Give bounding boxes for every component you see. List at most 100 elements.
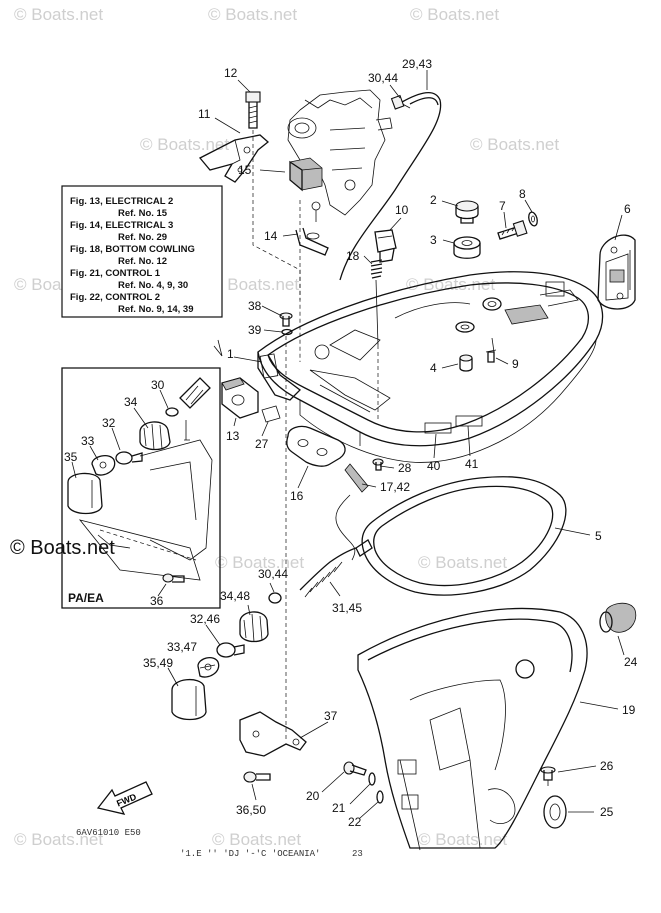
callout: 30 xyxy=(151,378,165,392)
callout: 15 xyxy=(238,163,252,177)
callout: 31,45 xyxy=(332,601,362,615)
screw-part-26 xyxy=(540,766,556,786)
callout: 22 xyxy=(348,815,362,829)
callout: 11 xyxy=(198,107,211,121)
bracket-part-11 xyxy=(198,134,270,183)
callouts: 12 11 29,43 30,44 15 14 10 18 2 3 7 8 6 … xyxy=(64,57,638,829)
grommet-part-2 xyxy=(455,200,479,224)
bolt-part-7 xyxy=(497,220,528,240)
watermarks: © Boats.net © Boats.net © Boats.net © Bo… xyxy=(10,5,559,849)
bottom-cowling-part-1 xyxy=(257,271,604,463)
cover-part-13 xyxy=(221,377,259,419)
callout: 16 xyxy=(290,489,304,503)
ref-line: Ref. No. 12 xyxy=(118,256,167,267)
watermark: © Boats.net xyxy=(418,830,507,849)
engine-block xyxy=(287,89,393,216)
watermark: © Boats.net xyxy=(410,5,499,24)
clamp-part-14 xyxy=(295,227,329,256)
fwd-arrow: FWD xyxy=(96,781,153,815)
inset-label: PA/EA xyxy=(68,591,104,605)
ref-line: Fig. 13, ELECTRICAL 2 xyxy=(70,196,173,207)
plate-part-6 xyxy=(597,234,636,310)
footer-code: 6AV61010 E50 xyxy=(76,828,141,838)
callout: 30,44 xyxy=(368,71,398,85)
bolt-part-12 xyxy=(245,91,261,129)
callout: 38 xyxy=(248,299,262,313)
callout: 39 xyxy=(248,323,262,337)
ref-line: Ref. No. 9, 14, 39 xyxy=(118,304,194,315)
callout: 8 xyxy=(519,187,526,201)
callout: 41 xyxy=(465,457,479,471)
callout: 28 xyxy=(398,461,412,475)
hoses xyxy=(339,92,442,281)
callout: 27 xyxy=(255,437,269,451)
gasket-part-27 xyxy=(261,405,281,423)
watermark: © Boats.net xyxy=(470,135,559,154)
grommet-part-10 xyxy=(374,229,397,263)
callout: 1 xyxy=(227,347,234,361)
callout: 7 xyxy=(499,199,506,213)
callout: 33,47 xyxy=(167,640,197,654)
ref-line: Ref. No. 15 xyxy=(118,208,168,219)
callout: 5 xyxy=(595,529,602,543)
ref-line: Fig. 14, ELECTRICAL 3 xyxy=(70,220,173,231)
grommet-part-3 xyxy=(453,236,481,259)
callout: 12 xyxy=(224,66,238,80)
callout: 33 xyxy=(81,434,95,448)
connector-part-15 xyxy=(289,157,323,192)
footer-page: 23 xyxy=(352,849,363,859)
callout: 9 xyxy=(512,357,519,371)
callout: 35 xyxy=(64,450,78,464)
callout: 32 xyxy=(102,416,116,430)
watermark: © Boats.net xyxy=(140,135,229,154)
ref-line: Fig. 18, BOTTOM COWLING xyxy=(70,244,195,255)
callout: 3 xyxy=(430,233,437,247)
callout: 25 xyxy=(600,805,614,819)
callout: 4 xyxy=(430,361,437,375)
leader-lines xyxy=(71,70,625,819)
gasket-part-5 xyxy=(361,476,567,596)
lower-cover-part-19 xyxy=(357,607,588,851)
footer: 6AV61010 E50 '1.E '' 'DJ '-'C 'OCEANIA' … xyxy=(76,828,363,859)
callout: 26 xyxy=(600,759,614,773)
callout: 35,49 xyxy=(143,656,173,670)
watermark: © Boats.net xyxy=(210,275,299,294)
callout: 40 xyxy=(427,459,441,473)
callout: 32,46 xyxy=(190,612,220,626)
seal-part-16 xyxy=(286,425,346,467)
spring-part-18 xyxy=(370,259,383,346)
grommet-part-25 xyxy=(543,795,567,829)
reference-box: Fig. 13, ELECTRICAL 2 Ref. No. 15 Fig. 1… xyxy=(61,185,223,318)
watermark: © Boats.net xyxy=(14,5,103,24)
ref-line: Ref. No. 29 xyxy=(118,232,167,243)
grommet-part-24 xyxy=(599,602,637,633)
lower-left-assembly xyxy=(171,592,307,783)
callout: 2 xyxy=(430,193,437,207)
callout: 21 xyxy=(332,801,346,815)
callout: 36 xyxy=(150,594,164,608)
callout: 6 xyxy=(624,202,631,216)
watermark: © Boats.net xyxy=(406,275,495,294)
washer-part-21 xyxy=(368,772,376,786)
callout: 29,43 xyxy=(402,57,432,71)
ref-line: Fig. 21, CONTROL 1 xyxy=(70,268,161,279)
cable-end-part-17 xyxy=(335,463,369,561)
watermark: © Boats.net xyxy=(212,830,301,849)
callout: 14 xyxy=(264,229,278,243)
callout: 30,44 xyxy=(258,567,288,581)
callout: 13 xyxy=(226,429,240,443)
callout: 10 xyxy=(395,203,409,217)
callout: 19 xyxy=(622,703,636,717)
ref-line: Ref. No. 4, 9, 30 xyxy=(118,280,188,291)
footer-region: '1.E '' 'DJ '-'C 'OCEANIA' xyxy=(180,849,320,859)
watermark: © Boats.net xyxy=(208,5,297,24)
callout: 34 xyxy=(124,395,138,409)
washer-part-22 xyxy=(376,790,384,804)
callout: 37 xyxy=(324,709,338,723)
callout: 34,48 xyxy=(220,589,250,603)
callout: 17,42 xyxy=(380,480,410,494)
screw-part-20 xyxy=(343,761,367,776)
callout: 24 xyxy=(624,655,638,669)
callout: 36,50 xyxy=(236,803,266,817)
